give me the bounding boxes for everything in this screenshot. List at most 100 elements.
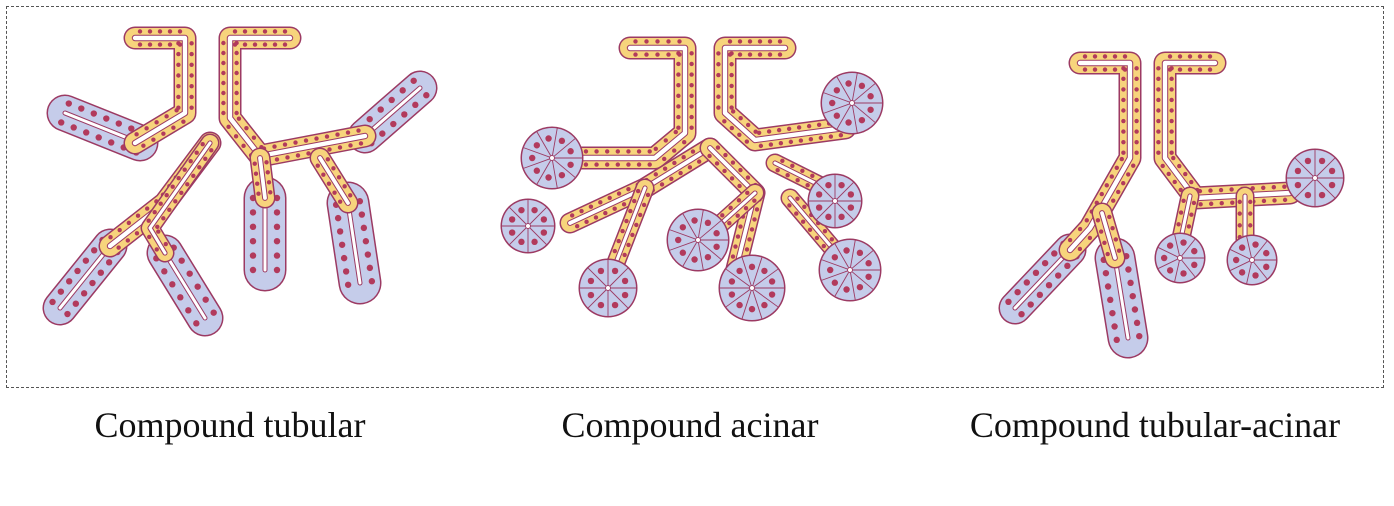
tubule-nucleus	[1125, 266, 1131, 272]
duct-nucleus	[616, 162, 620, 166]
duct-nucleus	[676, 72, 680, 76]
duct-nucleus	[716, 105, 720, 109]
duct-nucleus	[785, 173, 789, 177]
acinus-nucleus	[816, 191, 822, 197]
duct-nucleus	[1121, 119, 1125, 123]
duct-nucleus	[633, 39, 637, 43]
acinus-lumen	[606, 286, 611, 291]
duct-nucleus	[135, 231, 139, 235]
duct-nucleus	[676, 94, 680, 98]
duct-nucleus	[674, 130, 678, 134]
duct-nucleus	[1113, 67, 1117, 71]
duct-nucleus	[789, 140, 793, 144]
duct-nucleus	[1272, 185, 1276, 189]
duct-nucleus	[197, 165, 201, 169]
duct-nucleus	[1134, 98, 1138, 102]
duct-nucleus	[338, 199, 342, 203]
duct-nucleus	[1169, 140, 1173, 144]
duct-nucleus	[624, 219, 628, 223]
duct-nucleus	[176, 41, 180, 45]
tubule-nucleus	[339, 242, 345, 248]
tubule-nucleus	[58, 119, 64, 125]
duct-nucleus	[151, 137, 155, 141]
tubule-nucleus	[83, 257, 89, 263]
duct-nucleus	[327, 181, 331, 185]
duct-nucleus	[644, 52, 648, 56]
tubule-nucleus	[1132, 306, 1138, 312]
duct-nucleus	[672, 161, 676, 165]
duct-nucleus	[304, 138, 308, 142]
duct-nucleus	[727, 221, 731, 225]
tubule-nucleus	[1014, 289, 1020, 295]
tubule-nucleus	[423, 92, 429, 98]
acinus-nucleus	[1167, 267, 1173, 273]
duct-nucleus	[730, 176, 734, 180]
duct-nucleus	[817, 123, 821, 127]
duct-nucleus	[243, 42, 247, 46]
duct-nucleus	[1121, 98, 1125, 102]
compound-acinar-gland-illustration	[490, 18, 910, 358]
duct-nucleus	[716, 145, 720, 149]
acinus-nucleus	[509, 216, 515, 222]
duct-nucleus	[126, 238, 130, 242]
acinus-nucleus	[612, 268, 618, 274]
tubule-nucleus	[193, 320, 199, 326]
duct-nucleus	[252, 135, 256, 139]
duct-nucleus	[283, 142, 287, 146]
duct-nucleus	[716, 51, 720, 55]
duct-nucleus	[138, 29, 142, 33]
duct-nucleus	[1167, 172, 1171, 176]
duct-nucleus	[1220, 201, 1224, 205]
duct-nucleus	[815, 236, 819, 240]
duct-nucleus	[1156, 87, 1160, 91]
tubule-nucleus	[390, 121, 396, 127]
duct-nucleus	[176, 52, 180, 56]
tubule-nucleus	[359, 211, 365, 217]
duct-nucleus	[1103, 67, 1107, 71]
duct-nucleus	[1117, 249, 1121, 253]
duct-nucleus	[116, 245, 120, 249]
duct-nucleus	[1113, 54, 1117, 58]
duct-nucleus	[146, 219, 150, 223]
duct-nucleus	[1107, 215, 1111, 219]
acinus-nucleus	[859, 117, 865, 123]
duct-nucleus	[335, 132, 339, 136]
acinus-nucleus	[588, 278, 594, 284]
acinus-nucleus	[567, 162, 573, 168]
duct-nucleus	[158, 202, 162, 206]
duct-nucleus	[768, 52, 772, 56]
duct-nucleus	[327, 147, 331, 151]
duct-nucleus	[221, 61, 225, 65]
duct-nucleus	[672, 148, 676, 152]
duct-nucleus	[203, 157, 207, 161]
duct-nucleus	[663, 166, 667, 170]
duct-nucleus	[1169, 119, 1173, 123]
duct-nucleus	[729, 73, 733, 77]
tubule-nucleus	[1042, 260, 1048, 266]
duct-nucleus	[338, 145, 342, 149]
tubule-nucleus	[202, 296, 208, 302]
duct-nucleus	[759, 144, 763, 148]
duct-nucleus	[647, 162, 651, 166]
duct-nucleus	[1282, 184, 1286, 188]
duct-nucleus	[243, 29, 247, 33]
acinus-nucleus	[749, 264, 755, 270]
duct-nucleus	[778, 39, 782, 43]
duct-nucleus	[1171, 156, 1175, 160]
duct-nucleus	[819, 136, 823, 140]
acinus-nucleus	[622, 292, 628, 298]
acinus-nucleus	[843, 286, 849, 292]
duct-nucleus	[1121, 77, 1125, 81]
duct-nucleus	[156, 229, 160, 233]
duct-nucleus	[1093, 67, 1097, 71]
duct-nucleus	[332, 190, 336, 194]
tubule-nucleus	[361, 225, 367, 231]
duct-nucleus	[632, 199, 636, 203]
duct-nucleus	[676, 62, 680, 66]
acinus-nucleus	[567, 148, 573, 154]
duct-nucleus	[237, 116, 241, 120]
duct-nucleus	[616, 239, 620, 243]
duct-nucleus	[189, 41, 193, 45]
acinus-nucleus	[827, 267, 833, 273]
duct-nucleus	[273, 29, 277, 33]
